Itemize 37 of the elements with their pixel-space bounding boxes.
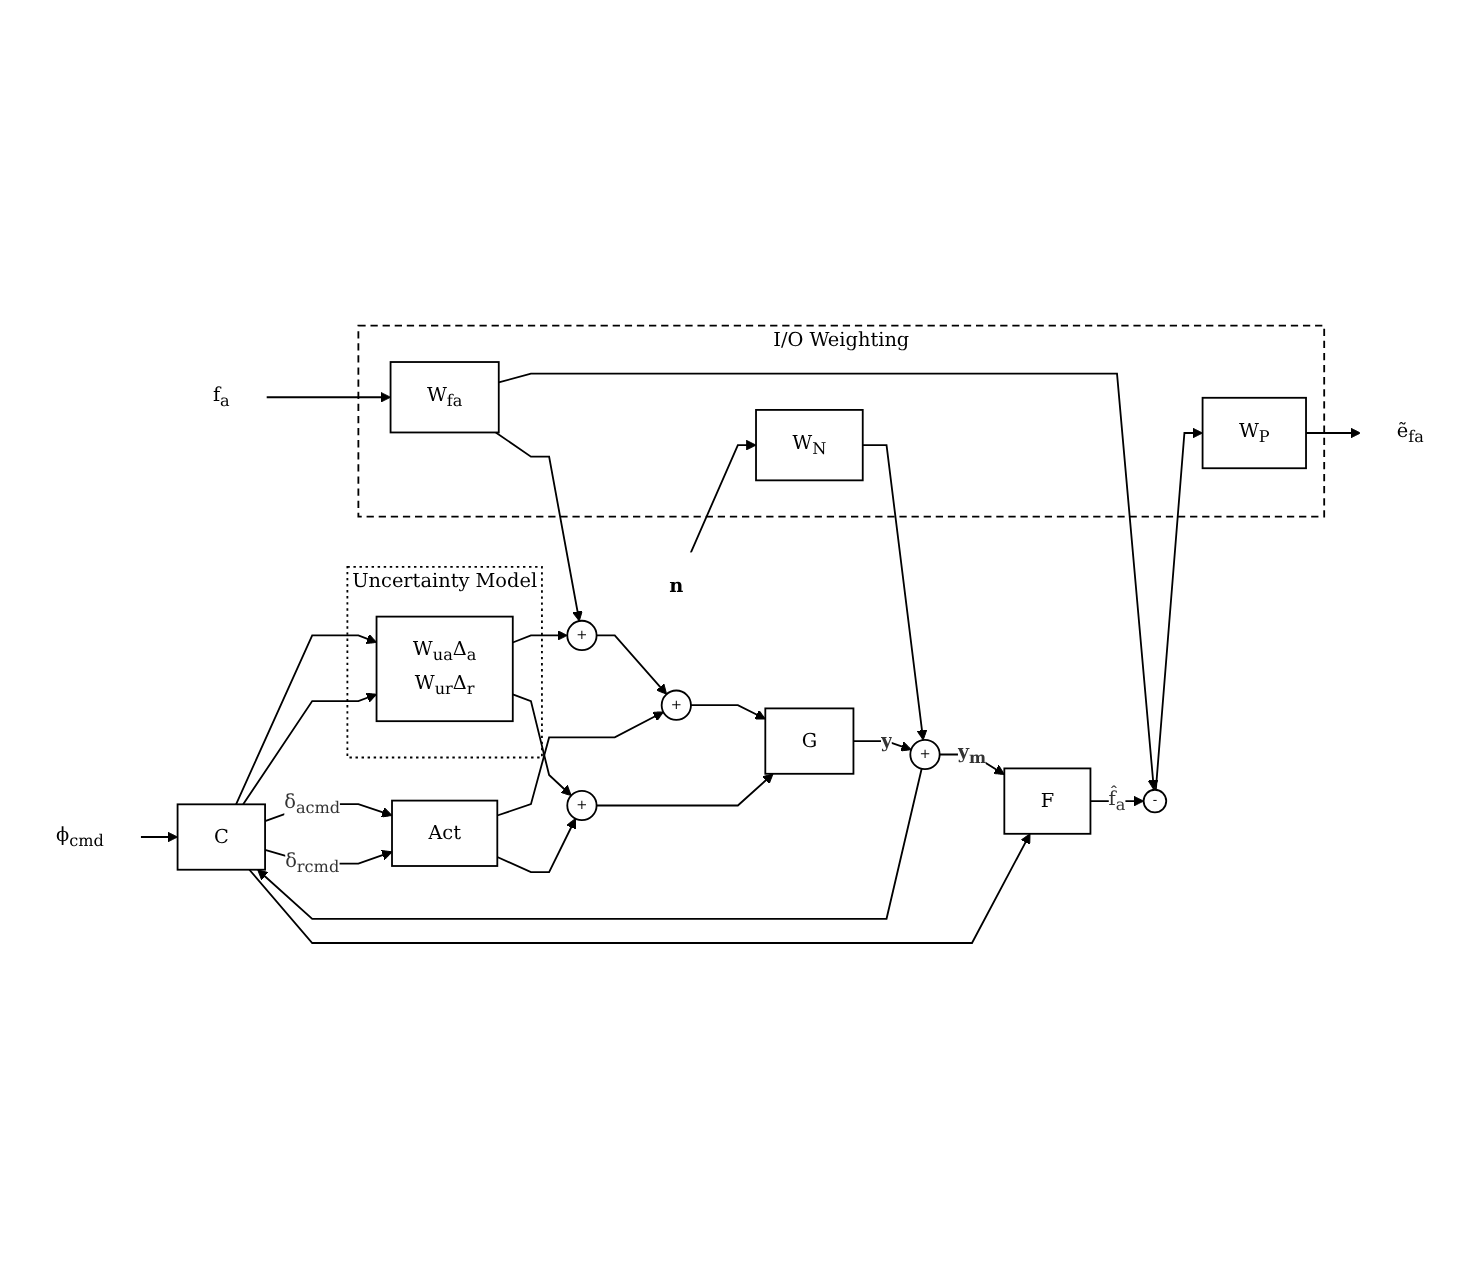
node-text: n: [669, 574, 684, 598]
arrow: [496, 712, 664, 818]
arrow: [496, 818, 576, 874]
node-box: C: [176, 804, 266, 872]
arrow: [235, 634, 378, 806]
arrow: [248, 833, 1031, 945]
arrow: [852, 740, 912, 753]
node-text: ẽ$_{fa}$: [1396, 419, 1424, 448]
arrow: [689, 440, 757, 555]
edge-label: δ$_{acmd}$: [284, 790, 341, 819]
arrow: [265, 392, 392, 404]
arrow: [861, 444, 928, 742]
edge-label: y$_{m}$: [957, 740, 987, 769]
arrow: [1154, 428, 1204, 792]
arrow: [494, 432, 583, 623]
edge-label: f̂$_{a}$: [1108, 787, 1126, 816]
arrow: [595, 635, 668, 696]
arrow: [511, 630, 568, 644]
arrow: [511, 694, 572, 797]
arrow: [257, 768, 923, 921]
node-box: F: [1003, 768, 1092, 836]
node-box: G: [764, 708, 855, 776]
node-box: Act: [391, 800, 499, 868]
arrow: [242, 693, 378, 806]
node-text: f$_{a}$: [212, 383, 230, 412]
arrow: [139, 832, 179, 843]
edge-label: δ$_{rcmd}$: [285, 849, 340, 878]
node-box: W$_{fa}$: [389, 361, 500, 434]
node-box: W$_{N}$: [755, 409, 864, 482]
arrow: [1305, 428, 1361, 439]
node-box: W$_{P}$: [1201, 397, 1307, 470]
edge-label: y: [880, 729, 893, 753]
arrow: [690, 704, 766, 721]
arrow: [497, 373, 1159, 791]
node-box: W$_{ua}$Δ$_{a}$ W$_{ur}$Δ$_{r}$: [375, 616, 514, 723]
node-text: ϕ$_{cmd}$: [56, 823, 104, 852]
arrow: [595, 773, 774, 807]
